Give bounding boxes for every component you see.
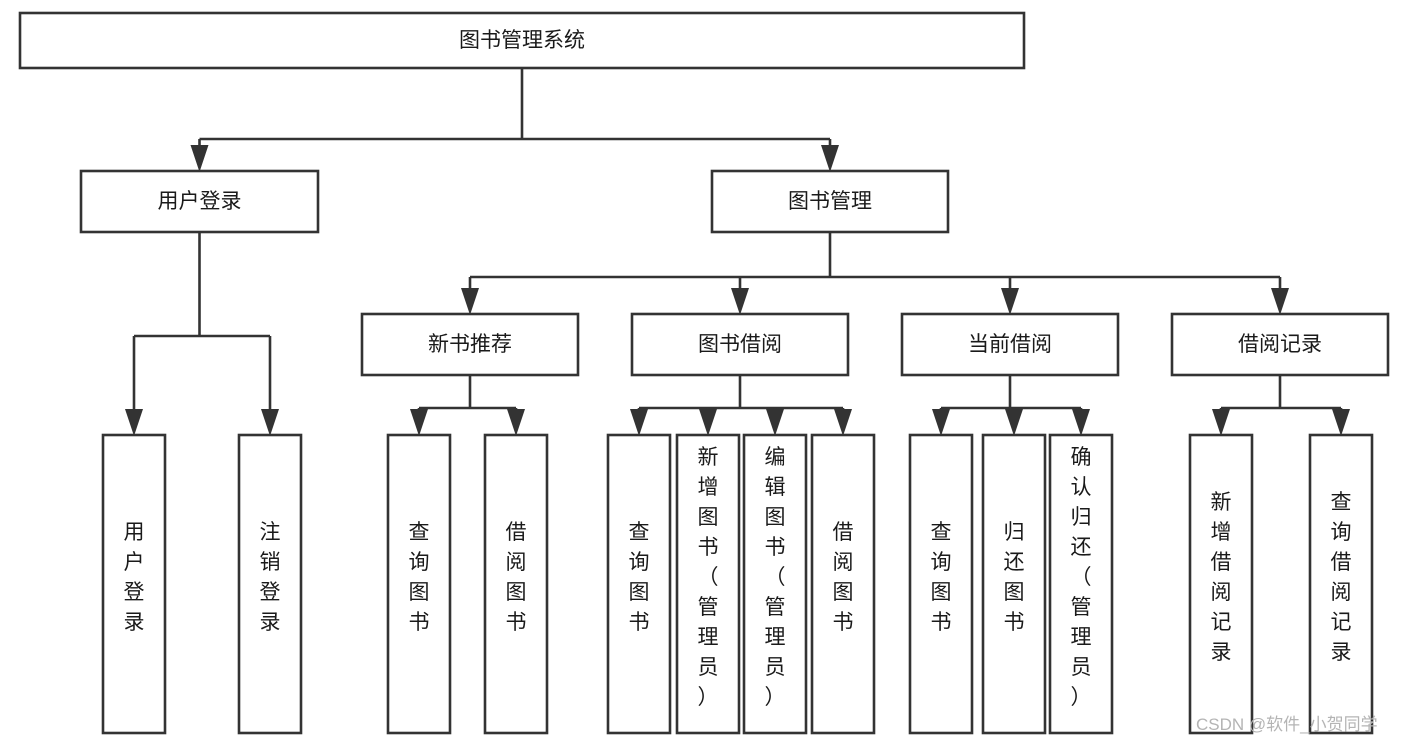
arrow-head-icon <box>507 409 525 436</box>
node-label: 用户登录 <box>124 521 145 634</box>
arrow-head-icon <box>932 409 950 436</box>
arrow-head-icon <box>731 288 749 315</box>
node-label: 新书推荐 <box>428 333 512 356</box>
node-box[interactable] <box>675 433 741 735</box>
node-layer: 图书管理系统用户登录图书管理新书推荐图书借阅当前借阅借阅记录用户登录注销登录查询… <box>18 11 1390 735</box>
connector-group <box>410 375 525 436</box>
node-label: 查询借阅记录 <box>1331 491 1352 664</box>
node-book-borrow[interactable]: 图书借阅 <box>630 312 850 377</box>
node-new-book-rec[interactable]: 新书推荐 <box>360 312 580 377</box>
node-borrow-record[interactable]: 借阅记录 <box>1170 312 1390 377</box>
node-box[interactable] <box>1308 433 1374 735</box>
node-leaf-logout[interactable]: 注销登录 <box>237 433 303 735</box>
connector-group <box>190 68 839 172</box>
node-label: 当前借阅 <box>968 333 1052 356</box>
node-leaf-borrow-book-2[interactable]: 借阅图书 <box>810 433 876 735</box>
node-label: 借阅图书 <box>833 521 854 634</box>
arrow-head-icon <box>834 409 852 436</box>
arrow-head-icon <box>261 409 279 436</box>
node-leaf-user-login[interactable]: 用户登录 <box>101 433 167 735</box>
node-box[interactable] <box>386 433 452 735</box>
arrow-head-icon <box>699 409 717 436</box>
arrow-head-icon <box>461 288 479 315</box>
arrow-head-icon <box>1212 409 1230 436</box>
arrow-head-icon <box>1271 288 1289 315</box>
node-label: 新增借阅记录 <box>1211 491 1232 664</box>
node-leaf-add-book[interactable]: 新增图书（管理员） <box>675 433 741 735</box>
node-label: 图书管理 <box>788 190 872 213</box>
arrow-head-icon <box>125 409 143 436</box>
node-label: 用户登录 <box>158 190 242 213</box>
node-leaf-return-book[interactable]: 归还图书 <box>981 433 1047 735</box>
arrow-head-icon <box>1072 409 1090 436</box>
node-book-manage[interactable]: 图书管理 <box>710 169 950 234</box>
arrow-head-icon <box>1332 409 1350 436</box>
node-label: 借阅记录 <box>1238 333 1322 356</box>
node-label: 归还图书 <box>1004 521 1025 634</box>
node-label: 图书借阅 <box>698 333 782 356</box>
node-box[interactable] <box>981 433 1047 735</box>
node-box[interactable] <box>606 433 672 735</box>
node-box[interactable] <box>742 433 808 735</box>
connector-group <box>125 232 279 436</box>
node-box[interactable] <box>810 433 876 735</box>
node-box[interactable] <box>710 169 950 234</box>
node-leaf-add-record[interactable]: 新增借阅记录 <box>1188 433 1254 735</box>
node-box[interactable] <box>630 312 850 377</box>
node-box[interactable] <box>1170 312 1390 377</box>
node-leaf-query-book-3[interactable]: 查询图书 <box>908 433 974 735</box>
csdn-watermark: CSDN @软件_小贺同学 <box>1196 715 1378 734</box>
node-root[interactable]: 图书管理系统 <box>18 11 1026 70</box>
node-label: 查询图书 <box>409 521 430 634</box>
node-label: 查询图书 <box>629 521 650 634</box>
node-box[interactable] <box>900 312 1120 377</box>
node-label: 编辑图书（管理员） <box>765 446 786 709</box>
node-leaf-edit-book[interactable]: 编辑图书（管理员） <box>742 433 808 735</box>
arrow-head-icon <box>630 409 648 436</box>
node-label: 查询图书 <box>931 521 952 634</box>
node-current-borrow[interactable]: 当前借阅 <box>900 312 1120 377</box>
connector-group <box>932 375 1090 436</box>
arrow-head-icon <box>190 145 209 172</box>
arrow-head-icon <box>1005 409 1023 436</box>
connector-group <box>1212 375 1350 436</box>
arrow-head-icon <box>410 409 428 436</box>
connector-group <box>630 375 852 436</box>
node-box[interactable] <box>1188 433 1254 735</box>
node-box[interactable] <box>360 312 580 377</box>
node-leaf-borrow-book-1[interactable]: 借阅图书 <box>483 433 549 735</box>
node-box[interactable] <box>1048 433 1114 735</box>
node-box[interactable] <box>908 433 974 735</box>
node-box[interactable] <box>237 433 303 735</box>
arrow-head-icon <box>766 409 784 436</box>
node-leaf-query-book-2[interactable]: 查询图书 <box>606 433 672 735</box>
arrow-head-icon <box>1001 288 1019 315</box>
node-box[interactable] <box>101 433 167 735</box>
node-label: 图书管理系统 <box>459 29 585 52</box>
node-user-login[interactable]: 用户登录 <box>79 169 320 234</box>
arrow-head-icon <box>821 145 839 172</box>
node-label: 注销登录 <box>260 521 281 634</box>
node-box[interactable] <box>79 169 320 234</box>
node-label: 确认归还（管理员） <box>1071 446 1092 709</box>
node-label: 新增图书（管理员） <box>698 446 719 709</box>
node-leaf-query-record[interactable]: 查询借阅记录 <box>1308 433 1374 735</box>
node-leaf-confirm-return[interactable]: 确认归还（管理员） <box>1048 433 1114 735</box>
node-leaf-query-book-1[interactable]: 查询图书 <box>386 433 452 735</box>
node-box[interactable] <box>18 11 1026 70</box>
node-label: 借阅图书 <box>506 521 527 634</box>
node-box[interactable] <box>483 433 549 735</box>
connector-layer <box>125 68 1350 436</box>
connector-group <box>461 232 1289 315</box>
